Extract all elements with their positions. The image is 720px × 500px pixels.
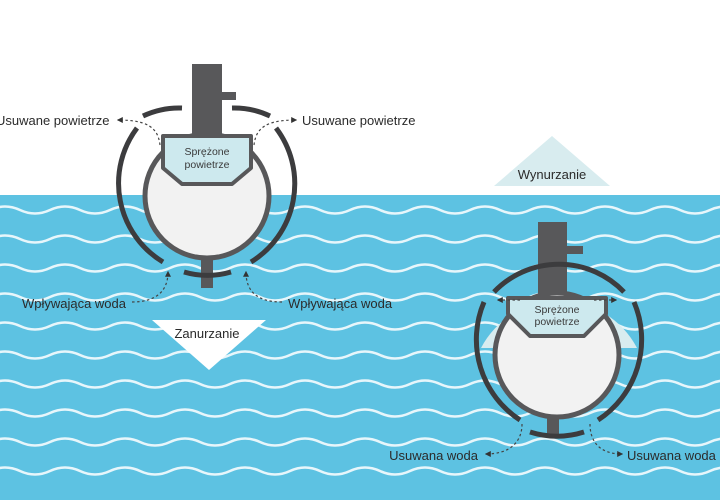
outer-hull-top [492, 261, 626, 294]
dive-air-out-right-label: Usuwane powietrze [302, 113, 415, 128]
tank-label-line2: powietrze [535, 316, 580, 328]
wave-line [0, 437, 720, 447]
outer-hull-bottom [183, 269, 232, 278]
wave-line [0, 234, 720, 244]
outer-hull-bottom [529, 429, 585, 439]
surface-direction-label: Wynurzanie [518, 167, 587, 182]
outer-hull-right [596, 301, 645, 423]
outer-hull-right [249, 126, 298, 265]
dive-water-in-left-label: Wpływająca woda [22, 296, 127, 311]
wave-pattern [0, 205, 720, 476]
tank-label-line1: Sprężone [535, 304, 580, 316]
surface-water-out-right-label: Usuwana woda [627, 448, 717, 463]
wave-line [0, 205, 720, 215]
surface-water-out-left-label: Usuwana woda [389, 448, 479, 463]
wave-line [0, 292, 720, 302]
outer-hull-top-left [141, 105, 183, 119]
dive-direction-arrow [152, 320, 266, 370]
outer-hull-top-right [231, 105, 272, 119]
wave-line [0, 379, 720, 389]
wave-line [0, 466, 720, 476]
diving-submarine: Sprężone powietrze [116, 64, 298, 303]
dive-water-in-right-label: Wpływająca woda [288, 296, 393, 311]
wave-line [0, 263, 720, 273]
wave-line [0, 408, 720, 418]
dive-air-out-left-label: Usuwane powietrze [0, 113, 109, 128]
air-out-arrow-left [116, 117, 161, 146]
surface-direction-arrow [494, 136, 610, 186]
tank-label-line2: powietrze [185, 159, 230, 171]
conning-tower [192, 64, 236, 148]
water-in-arrow-right [243, 270, 283, 303]
dive-direction-label: Zanurzanie [174, 326, 239, 341]
surfacing-submarine: Sprężone powietrze [473, 222, 645, 457]
water-in-arrow-left [131, 270, 171, 303]
compressed-air-tank [161, 134, 253, 186]
air-out-arrow-right [253, 117, 298, 146]
outer-hull-left [116, 126, 165, 265]
tank-label-line1: Sprężone [185, 146, 230, 158]
compressed-air-tank [506, 296, 608, 338]
outer-hull-left [473, 301, 522, 423]
